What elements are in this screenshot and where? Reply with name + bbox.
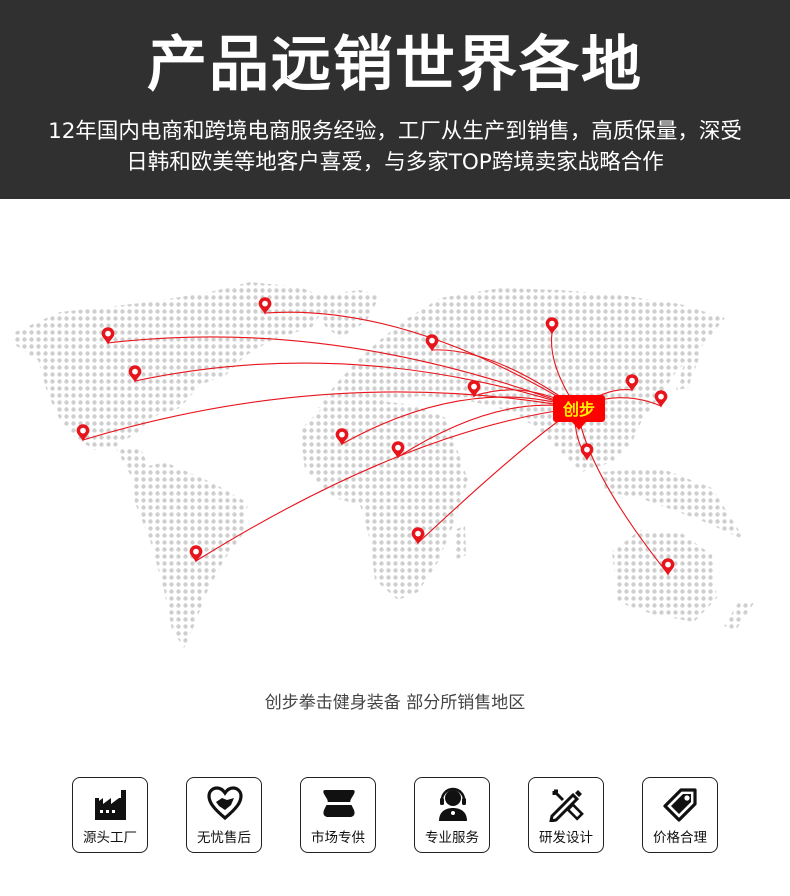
feature-label: 价格合理 bbox=[653, 830, 707, 846]
world-map: 创步 bbox=[15, 282, 754, 648]
design-tools-icon bbox=[549, 789, 584, 822]
route-line bbox=[341, 396, 578, 445]
route-line bbox=[431, 349, 578, 409]
route-line bbox=[264, 311, 578, 409]
headset-service-icon bbox=[439, 787, 467, 821]
market-icon bbox=[323, 790, 355, 817]
feature-label: 无忧售后 bbox=[197, 830, 251, 846]
land-dots bbox=[15, 282, 754, 648]
location-pin-icon bbox=[654, 390, 668, 408]
feature-pro-service: 专业服务 bbox=[414, 777, 490, 853]
hub-label-badge: 创步 bbox=[553, 395, 605, 430]
hub-label: 创步 bbox=[562, 400, 595, 419]
factory-icon bbox=[95, 790, 126, 820]
route-line bbox=[82, 391, 578, 441]
feature-factory: 源头工厂 bbox=[72, 777, 148, 853]
route-line bbox=[107, 336, 578, 409]
page-title: 产品远销世界各地 bbox=[147, 30, 643, 100]
header-banner: 产品远销世界各地 12年国内电商和跨境电商服务经验，工厂从生产到销售，高质保量，… bbox=[0, 0, 790, 199]
feature-label: 专业服务 bbox=[425, 830, 479, 846]
feature-after-sales: 无忧售后 bbox=[186, 777, 262, 853]
feature-label: 研发设计 bbox=[539, 830, 593, 846]
feature-market-supply: 市场专供 bbox=[300, 777, 376, 853]
subtitle-line-1: 12年国内电商和跨境电商服务经验，工厂从生产到销售，高质保量，深受 bbox=[48, 119, 742, 144]
feature-label: 源头工厂 bbox=[83, 830, 137, 846]
map-caption: 创步拳击健身装备 部分所销售地区 bbox=[264, 693, 526, 713]
feature-label: 市场专供 bbox=[311, 830, 365, 846]
subtitle-line-2: 日韩和欧美等地客户喜爱，与多家TOP跨境卖家战略合作 bbox=[126, 150, 664, 175]
price-tag-icon bbox=[663, 788, 697, 822]
feature-rd-design: 研发设计 bbox=[528, 777, 604, 853]
feature-fair-price: 价格合理 bbox=[642, 777, 718, 853]
handshake-heart-icon bbox=[207, 786, 243, 821]
